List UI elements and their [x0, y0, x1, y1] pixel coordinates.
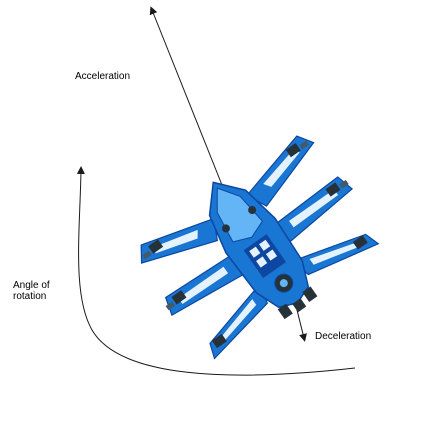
right-wing-1 — [245, 135, 315, 207]
rotation-arc-arrow — [76, 166, 356, 376]
acceleration-label: Acceleration — [75, 71, 131, 82]
rear-engines — [277, 286, 318, 320]
angle-label-line-1: Angle of — [13, 280, 50, 291]
deceleration-label: Deceleration — [315, 331, 372, 342]
left-wing-1 — [140, 217, 219, 264]
angle-label-line-2: rotation — [13, 291, 47, 302]
acceleration-arrow — [149, 6, 223, 186]
spaceship-icon — [140, 135, 380, 360]
right-wing-2 — [273, 176, 354, 246]
angle-of-rotation-label: Angle of rotation — [13, 280, 73, 302]
